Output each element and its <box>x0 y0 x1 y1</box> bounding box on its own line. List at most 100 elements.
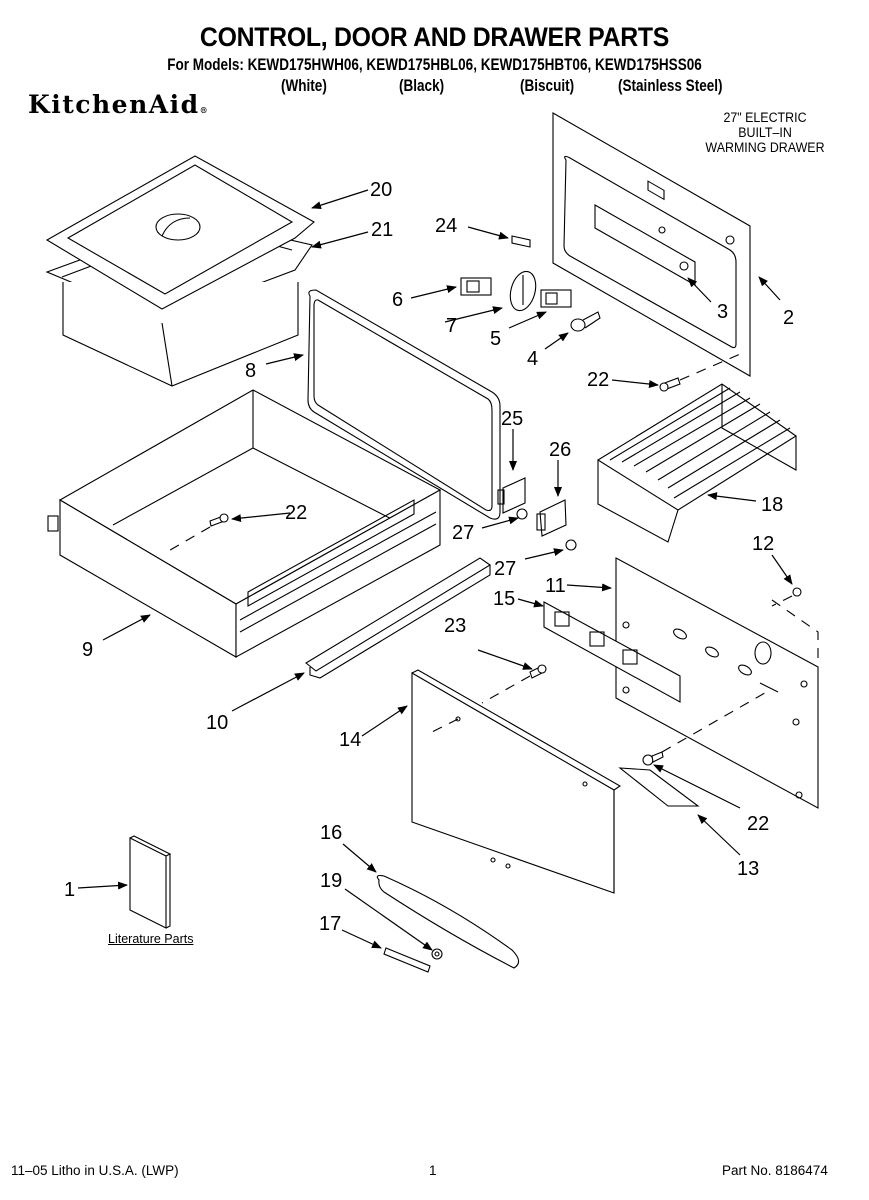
leader-23 <box>477 649 533 670</box>
screw-27-b <box>565 539 577 551</box>
brand-logo: KitchenAid® <box>28 90 208 119</box>
callout-22-bottom: 22 <box>747 813 769 835</box>
knob-7-part <box>509 270 537 312</box>
door-gasket-part <box>307 289 501 520</box>
nameplate-17-part <box>383 947 431 973</box>
light-4-part <box>570 311 601 332</box>
product-description: 27" ELECTRIC BUILT–IN WARMING DRAWER <box>696 110 834 155</box>
callout-11: 11 <box>545 575 566 597</box>
callout-8: 8 <box>245 360 256 382</box>
callout-13: 13 <box>737 858 759 880</box>
pan-lid-part <box>45 155 315 310</box>
leader-21 <box>311 231 369 249</box>
leader-9 <box>102 614 151 641</box>
screw-23-part <box>529 664 547 679</box>
callout-2: 2 <box>783 307 794 329</box>
leader-5 <box>508 311 547 329</box>
callout-16: 16 <box>320 822 342 844</box>
hinge-26-part <box>536 499 567 537</box>
part-number: Part No. 8186474 <box>722 1163 828 1178</box>
leader-18 <box>707 492 757 502</box>
callout-20: 20 <box>370 179 392 201</box>
leader-24 <box>467 226 509 240</box>
switch-6-part <box>460 277 492 296</box>
leader-22-drawer <box>231 512 291 523</box>
leader-27-a <box>481 516 519 529</box>
callout-10: 10 <box>206 712 228 734</box>
page-number: 1 <box>429 1163 437 1178</box>
outer-door-panel-part <box>411 669 622 894</box>
callout-22-top: 22 <box>587 369 609 391</box>
product-line-2: BUILT–IN <box>738 125 792 140</box>
leader-13 <box>697 814 741 856</box>
lid-handle <box>155 213 201 241</box>
leader-22-top <box>611 379 659 389</box>
page-title: CONTROL, DOOR AND DRAWER PARTS <box>199 22 670 52</box>
callout-17: 17 <box>319 913 341 935</box>
callout-12: 12 <box>752 533 774 555</box>
callout-24: 24 <box>435 215 457 237</box>
leader-11 <box>566 583 612 592</box>
callout-7: 7 <box>446 315 457 337</box>
callout-22-drawer: 22 <box>285 502 307 524</box>
callout-26: 26 <box>549 439 571 461</box>
leader-16 <box>342 843 377 873</box>
callout-9: 9 <box>82 639 93 661</box>
footer-litho: 11–05 Litho in U.S.A. (LWP) <box>11 1163 179 1178</box>
color-biscuit: (Biscuit) <box>520 77 575 95</box>
callout-1: 1 <box>64 879 75 901</box>
leader-2 <box>758 276 781 301</box>
slide-rail-part <box>305 557 492 679</box>
models-line: For Models: KEWD175HWH06, KEWD175HBL06, … <box>167 56 702 74</box>
leader-6 <box>410 285 457 299</box>
screw-22-drawer <box>209 513 229 527</box>
callout-18: 18 <box>761 494 783 516</box>
callout-15: 15 <box>493 588 515 610</box>
callout-27-a: 27 <box>452 522 474 544</box>
leader-3 <box>687 277 712 303</box>
brand-name: KitchenAid <box>28 90 200 119</box>
leader-22-bottom <box>653 764 741 809</box>
leader-20 <box>311 189 369 210</box>
control-trim-15-part <box>543 601 681 703</box>
bracket-13-part <box>618 767 700 807</box>
drawer-part <box>47 389 442 658</box>
registered-mark: ® <box>199 105 208 115</box>
leader-15 <box>517 598 544 608</box>
leader-14 <box>361 705 408 737</box>
screw-22-bottom <box>642 751 664 766</box>
callout-27-b: 27 <box>494 558 516 580</box>
callout-23: 23 <box>444 615 466 637</box>
color-white: (White) <box>281 77 327 95</box>
leader-10 <box>231 672 305 712</box>
screw-22-top <box>659 377 681 392</box>
callout-21: 21 <box>371 219 393 241</box>
callout-4: 4 <box>527 348 538 370</box>
control-panel-part <box>552 112 751 377</box>
callout-19: 19 <box>320 870 342 892</box>
wire-rack-part <box>596 383 797 543</box>
handle-16-part <box>376 874 520 969</box>
leader-12 <box>771 554 793 585</box>
product-line-3: WARMING DRAWER <box>705 140 825 155</box>
callout-6: 6 <box>392 289 403 311</box>
literature-part <box>129 835 172 929</box>
nut-19-part <box>431 948 443 960</box>
screw-27-a <box>516 508 528 520</box>
switch-5-part <box>540 289 572 308</box>
leader-4 <box>544 332 569 350</box>
callout-14: 14 <box>339 729 361 751</box>
color-black: (Black) <box>399 77 445 95</box>
nut-12-part <box>792 587 802 597</box>
literature-parts-label: Literature Parts <box>108 932 194 946</box>
leader-19 <box>344 888 433 951</box>
leader-1 <box>77 881 128 890</box>
product-line-1: 27" ELECTRIC <box>723 110 807 125</box>
leader-17 <box>341 929 382 949</box>
leader-27-b <box>524 548 564 560</box>
hinge-bracket-25-part <box>497 477 526 514</box>
callout-25: 25 <box>501 408 523 430</box>
leader-7 <box>444 306 503 323</box>
callout-5: 5 <box>490 328 501 350</box>
